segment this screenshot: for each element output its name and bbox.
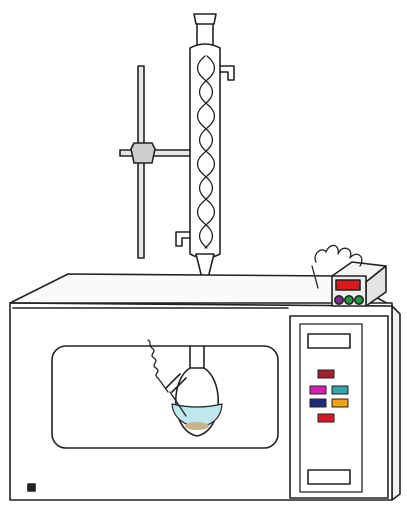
stand-bosshead-icon [131, 143, 155, 163]
controller-display [336, 280, 360, 290]
controller-knob-green-1 [345, 296, 353, 304]
oven-door-window [52, 346, 278, 448]
condenser-top-joint [194, 14, 216, 24]
controller-knob-green-2 [355, 296, 363, 304]
panel-button-5 [332, 399, 348, 407]
panel-button-4 [310, 399, 326, 407]
water-outlet-icon [220, 66, 234, 80]
controller-knob-purple [335, 296, 343, 304]
panel-button-6 [318, 414, 334, 422]
oven-foot-left [28, 484, 35, 491]
flask-solid-residue [185, 422, 209, 430]
oven-right-side [392, 306, 400, 500]
panel-button-3 [332, 386, 348, 394]
panel-display-bottom [308, 470, 350, 484]
panel-button-2 [310, 386, 326, 394]
panel-inner [300, 324, 362, 492]
panel-button-1 [318, 370, 334, 378]
panel-display-top [308, 334, 350, 348]
water-inlet-icon [176, 232, 190, 246]
